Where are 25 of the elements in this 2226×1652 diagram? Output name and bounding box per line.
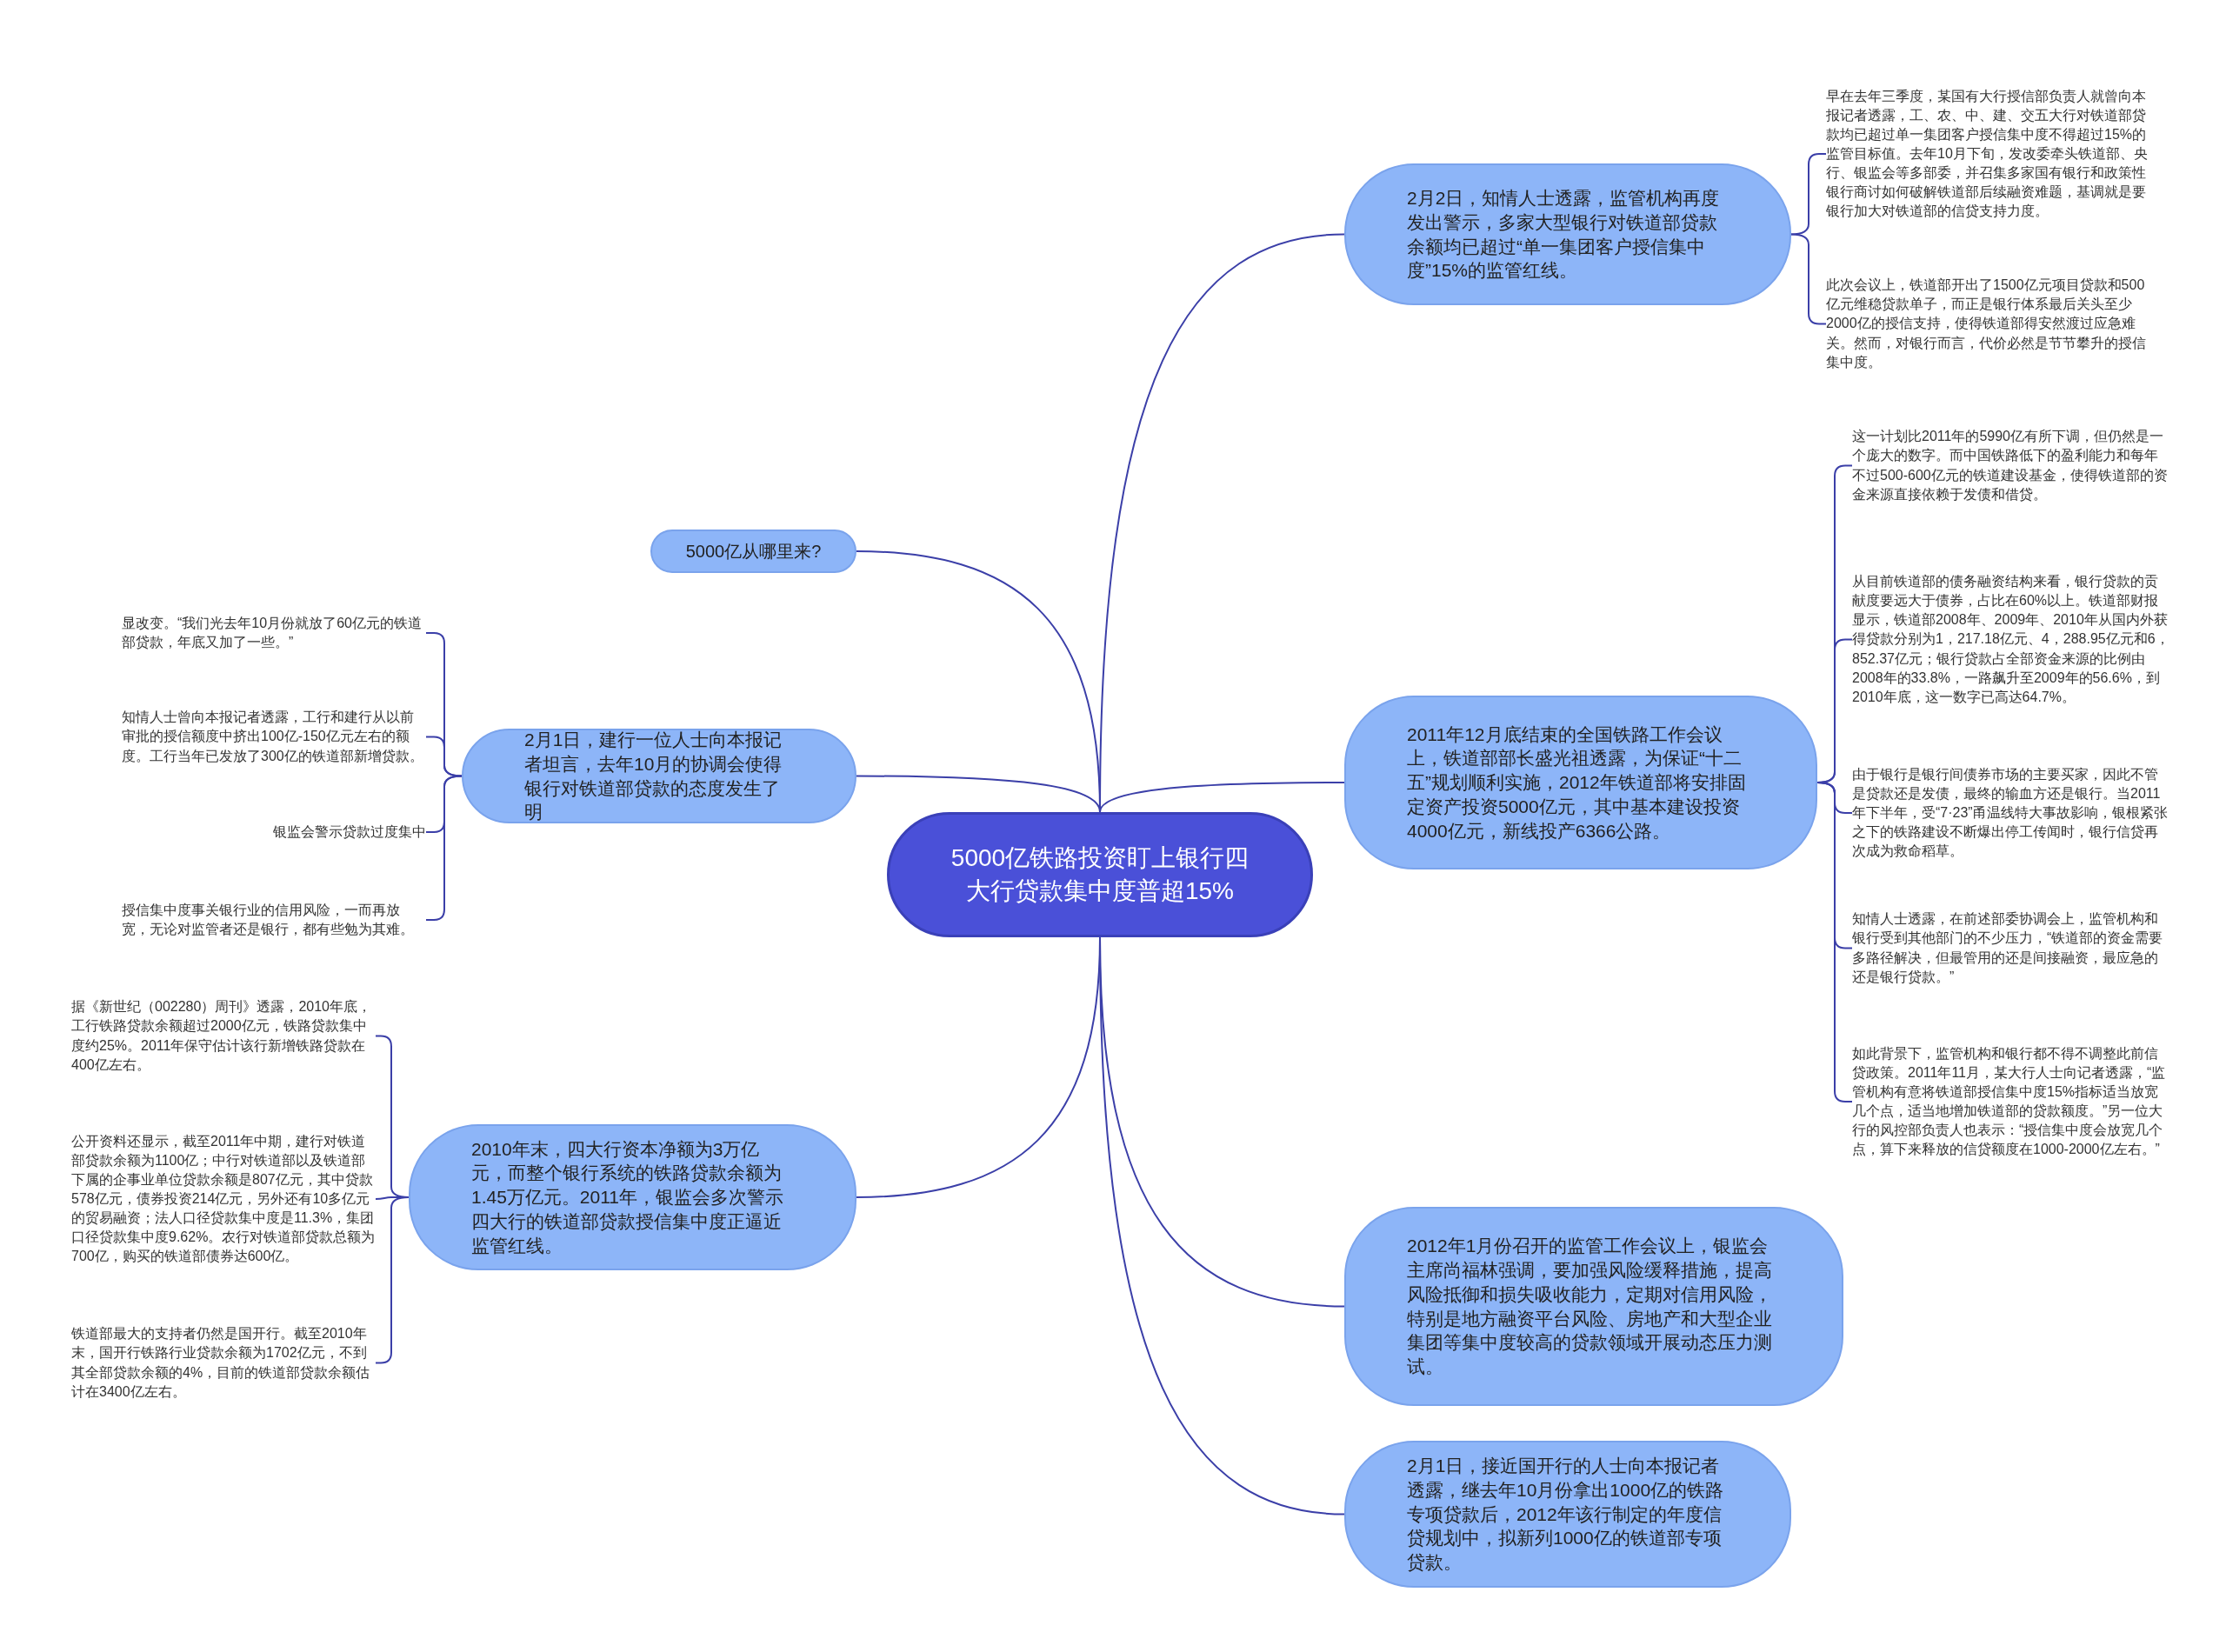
note-text: 由于银行是银行间债券市场的主要买家，因此不管是贷款还是发债，最终的输血方还是银行。当2011年下半年，受“7·23”甬温线特大事故影响，银根紧张之下的铁路建设不断爆出停工传闻时，银行信贷再次成为救命稻草。 xyxy=(1852,761,2169,865)
connector-line xyxy=(856,936,1101,1198)
topic-bubble: 2011年12月底结束的全国铁路工作会议上，铁道部部长盛光祖透露，为保证“十二五”规划顺利实施，2012年铁道部将安排固定资产投资5000亿元，其中基本建设投资4000亿元，新线投产6366公路。 xyxy=(1344,696,1817,869)
note-text: 授信集中度事关银行业的信用风险，一而再放宽，无论对监管者还是银行，都有些勉为其难。 xyxy=(122,889,426,951)
note-text: 知情人士透露，在前述部委协调会上，监管机构和银行受到其他部门的不少压力，“铁道部的资金需要多路径解决，但最管用的还是间接融资，最应急的还是银行贷款。” xyxy=(1852,907,2169,989)
central-topic: 5000亿铁路投资盯上银行四大行贷款集中度普超15% xyxy=(887,812,1313,937)
note-text: 铁道部最大的支持者仍然是国开行。截至2010年末，国开行铁路行业贷款余额为1702亿元，不到其全部贷款余额的4%，目前的铁道部贷款余额估计在3400亿左右。 xyxy=(71,1322,376,1404)
note-text: 如此背景下，监管机构和银行都不得不调整此前信贷政策。2011年11月，某大行人士向记者透露，“监管机构有意将铁道部授信集中度15%指标适当放宽几个点，适当地增加铁道部的贷款额度。”另一位大行的风控部负责人也表示：“授信集中度会放宽几个点，算下来释放的信贷额度在1000-2000亿左右。” xyxy=(1852,1032,2169,1171)
connector-line xyxy=(856,775,1101,813)
topic-bubble: 2月1日，接近国开行的人士向本报记者透露，继去年10月份拿出1000亿的铁路专项贷款后，2012年该行制定的年度信贷规划中，拟新列1000亿的铁道部专项贷款。 xyxy=(1344,1441,1791,1588)
note-text: 显改变。“我们光去年10月份就放了60亿元的铁道部贷款，年底又加了一些。” xyxy=(122,611,426,655)
topic-bubble: 2010年末，四大行资本净额为3万亿元，而整个银行系统的铁路贷款余额为1.45万亿元。2011年，银监会多次警示四大行的铁道部贷款授信集中度正逼近监管红线。 xyxy=(409,1124,856,1270)
note-text: 据《新世纪（002280）周刊》透露，2010年底，工行铁路贷款余额超过2000亿元，铁路贷款集中度约25%。2011年保守估计该行新增铁路贷款在400亿左右。 xyxy=(71,995,376,1077)
topic-bubble: 2月1日，建行一位人士向本报记者坦言，去年10月的协调会使得银行对铁道部贷款的态度发生了明 xyxy=(462,729,856,823)
note-text: 知情人士曾向本报记者透露，工行和建行从以前审批的授信额度中挤出100亿-150亿元左右的额度。工行当年已发放了300亿的铁道部新增贷款。 xyxy=(122,696,426,778)
note-text: 这一计划比2011年的5990亿有所下调，但仍然是一个庞大的数字。而中国铁路低下的盈利能力和每年不过500-600亿元的铁道建设基金，使得铁道部的资金来源直接依赖于发债和借贷。 xyxy=(1852,416,2169,516)
topic-bubble: 5000亿从哪里来? xyxy=(650,530,856,573)
note-text: 此次会议上，铁道部开出了1500亿元项目贷款和500亿元维稳贷款单子，而正是银行体系最后关头至少2000亿的授信支持，使得铁道部得安然渡过应急难关。然而，对银行而言，代价必然是节节攀升的授信集中度。 xyxy=(1826,274,2148,374)
note-text: 银监会警示贷款过度集中 xyxy=(122,821,426,843)
note-text: 从目前铁道部的债务融资结构来看，银行贷款的贡献度要远大于债券，占比在60%以上。铁道部财报显示，铁道部2008年、2009年、2010年从国内外获得贷款分别为1，217.18亿元、4，288.95亿元和6，852.37亿元；银行贷款占全部资金来源的比例由2008年的33.8%，一路飙升至2009年的56.6%，到2010年底，这一数字已高达64.7%。 xyxy=(1852,559,2169,720)
topic-bubble: 2月2日，知情人士透露，监管机构再度发出警示，多家大型银行对铁道部贷款余额均已超过“单一集团客户授信集中度”15%的监管红线。 xyxy=(1344,163,1791,305)
topic-bubble: 2012年1月份召开的监管工作会议上，银监会主席尚福林强调，要加强风险缓释措施，提高风险抵御和损失吸收能力，定期对信用风险，特别是地方融资平台风险、房地产和大型企业集团等集中度较高的贷款领域开展动态压力测试。 xyxy=(1344,1207,1843,1406)
note-text: 早在去年三季度，某国有大行授信部负责人就曾向本报记者透露，工、农、中、建、交五大行对铁道部贷款均已超过单一集团客户授信集中度不得超过15%的监管目标值。去年10月下旬，发改委牵头铁道部、央行、银监会等多部委，并召集多家国有银行和政策性银行商讨如何破解铁道部后续融资难题，基调就是要银行加大对铁道部的信贷支持力度。 xyxy=(1826,71,2148,236)
connector-line xyxy=(425,736,463,777)
note-text: 公开资料还显示，截至2011年中期，建行对铁道部贷款余额为1100亿；中行对铁道部以及铁道部下属的企事业单位贷款余额是807亿元，其中贷款578亿元，债券投资214亿元，另外还有10多亿元的贸易融资；法人口径贷款集中度是11.3%，集团口径贷款集中度9.62%。农行对铁道部贷款总额为700亿，购买的铁道部债券达600亿。 xyxy=(71,1122,376,1276)
